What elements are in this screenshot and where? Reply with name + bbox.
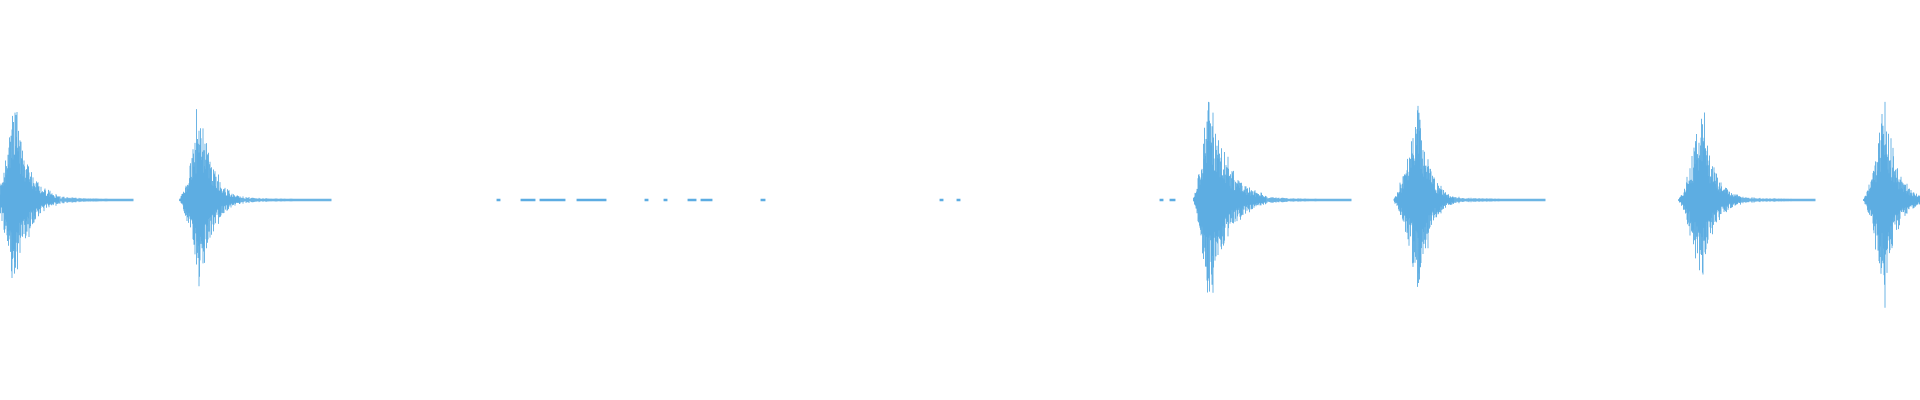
waveform-samples (0, 101, 1920, 308)
waveform-path (0, 101, 1920, 308)
